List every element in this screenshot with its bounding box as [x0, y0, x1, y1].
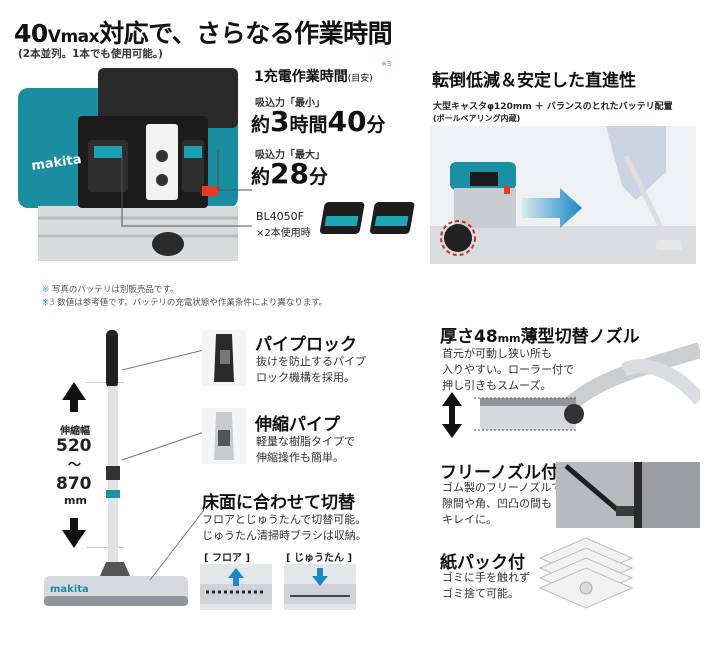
- floor-switch-title: 床面に合わせて切替: [202, 493, 355, 513]
- note-3-text: 数値は参考値です。バッテリの充電状態や作業条件により異なります。: [57, 298, 328, 308]
- floor-mode-image: [200, 564, 272, 610]
- paper-pack-line2: ゴミ捨て可能。: [442, 587, 519, 600]
- max-minutes: 28: [270, 157, 309, 190]
- max-prefix: 約: [251, 166, 271, 188]
- thin-nozzle-body: 首元が可動し狭い所も 入りやすい。ローラー付で 押し引きもスムーズ。: [442, 346, 574, 394]
- battery-model: BL4050F: [256, 210, 304, 223]
- pipe-lock-body: 抜けを防止するパイプ ロック機構を採用。: [256, 354, 366, 386]
- stability-bearing-text: (ボールベアリング内蔵): [433, 114, 521, 123]
- free-nozzle-line3: キレイに。: [442, 513, 497, 526]
- thickness-arrow: [442, 392, 462, 438]
- paper-pack-title: 紙パック付: [440, 553, 525, 573]
- telescopic-line1: 軽量な樹脂タイプで: [256, 435, 355, 448]
- thin-nozzle-post: 薄型切替ノズル: [520, 327, 640, 347]
- stability-caster-text: 大型キャスタφ120mm ＋ バランスのとれたバッテリ配置: [433, 102, 673, 112]
- pipe-lock-thumb: [202, 330, 246, 386]
- nozzle-logo: makita: [50, 584, 89, 595]
- extension-max: 870: [56, 474, 92, 494]
- thin-nozzle-line1: 首元が可動し狭い所も: [442, 347, 552, 360]
- pipe-lock-line1: 抜けを防止するパイプ: [256, 355, 366, 368]
- telescopic-body: 軽量な樹脂タイプで 伸縮操作も簡単。: [256, 434, 355, 466]
- free-nozzle-line2: 隙間や角、凹凸の間も: [442, 497, 552, 510]
- floor-switch-line2: じゅうたん清掃時ブラシは収納。: [202, 529, 367, 542]
- free-nozzle-body: ゴム製のフリーノズルで 隙間や角、凹凸の間も キレイに。: [442, 480, 562, 528]
- page-title: 40Vmax対応で、さらなる作業時間: [14, 14, 393, 50]
- extension-arrow: [62, 382, 86, 548]
- battery-packs-image: [312, 196, 420, 240]
- thin-nozzle-line3: 押し引きもスムーズ。: [442, 379, 552, 392]
- thin-nozzle-pre: 厚さ: [440, 327, 474, 347]
- min-runtime-value: 約3時間40分: [251, 106, 386, 142]
- paper-pack-image: [530, 532, 640, 622]
- free-nozzle-title: フリーノズル付: [440, 463, 558, 483]
- note-1-mark: ※: [42, 285, 50, 295]
- min-hours: 3: [270, 105, 290, 138]
- max-suction-label: 吸込力「最大」: [255, 150, 325, 161]
- pipe-lock-line2: ロック機構を採用。: [256, 371, 355, 384]
- battery-bay-image: makita: [18, 68, 248, 264]
- free-nozzle-line1: ゴム製のフリーノズルで: [442, 481, 563, 494]
- telescopic-title: 伸縮パイプ: [255, 415, 340, 435]
- max-runtime-value: 約28分: [251, 158, 328, 194]
- min-minutes-unit: 分: [366, 114, 386, 136]
- thin-nozzle-line2: 入りやすい。ローラー付で: [442, 363, 574, 376]
- extension-min: 520: [56, 436, 92, 456]
- free-nozzle-image: [556, 462, 700, 528]
- title-rest: 対応で、さらなる作業時間: [99, 19, 393, 48]
- pipe-lock-title: パイプロック: [255, 335, 357, 355]
- note-1-text: 写真のバッテリは別販売品です。: [51, 285, 179, 295]
- telescopic-line2: 伸縮操作も簡単。: [256, 451, 344, 464]
- runtime-heading: 1充電作業時間(目安): [254, 66, 373, 86]
- runtime-note-mark: ※3: [381, 60, 392, 68]
- runtime-heading-text: 1充電作業時間: [254, 69, 348, 85]
- note-3: ※3 数値は参考値です。バッテリの充電状態や作業条件により異なります。: [42, 296, 327, 308]
- runtime-heading-suffix: (目安): [347, 74, 373, 84]
- thin-nozzle-unit: mm: [497, 332, 521, 345]
- callout-line: [121, 150, 252, 227]
- telescopic-thumb: [202, 408, 246, 464]
- min-suction-label: 吸込力「最小」: [255, 98, 325, 109]
- title-vmax: Vmax: [47, 27, 100, 47]
- min-hours-unit: 時間: [289, 114, 328, 136]
- carpet-mode-image: [284, 564, 356, 610]
- thin-nozzle-num: 48: [474, 327, 498, 347]
- thin-nozzle-image: [474, 340, 700, 440]
- floor-switch-line1: フロアとじゅうたんで切替可能。: [202, 513, 367, 526]
- paper-pack-line1: ゴミに手を触れず: [442, 571, 530, 584]
- carpet-tag: [ じゅうたん ]: [286, 553, 353, 564]
- stability-title: 転倒低減＆安定した直進性: [432, 71, 636, 91]
- paper-pack-body: ゴミに手を触れず ゴミ捨て可能。: [442, 570, 530, 602]
- note-1: ※ 写真のバッテリは別販売品です。: [42, 283, 178, 295]
- page-subtitle: (2本並列。1本でも使用可能。): [18, 48, 163, 60]
- battery-note: ×2本使用時: [256, 228, 311, 239]
- pipe-nozzle-image: makita: [40, 330, 210, 610]
- min-prefix: 約: [251, 114, 271, 136]
- extension-tilde: ～: [68, 458, 82, 473]
- extension-label: 伸縮幅: [60, 426, 90, 437]
- stability-image: [430, 126, 696, 264]
- thin-nozzle-title: 厚さ48mm薄型切替ノズル: [440, 322, 640, 347]
- max-minutes-unit: 分: [308, 166, 328, 188]
- extension-unit: mm: [64, 494, 87, 507]
- note-3-mark: ※3: [42, 298, 55, 308]
- makita-logo: makita: [30, 152, 82, 174]
- min-minutes: 40: [327, 105, 367, 138]
- floor-switch-body: フロアとじゅうたんで切替可能。 じゅうたん清掃時ブラシは収納。: [202, 512, 367, 544]
- title-prefix: 40: [14, 19, 48, 48]
- floor-tag: [ フロア ]: [204, 553, 251, 564]
